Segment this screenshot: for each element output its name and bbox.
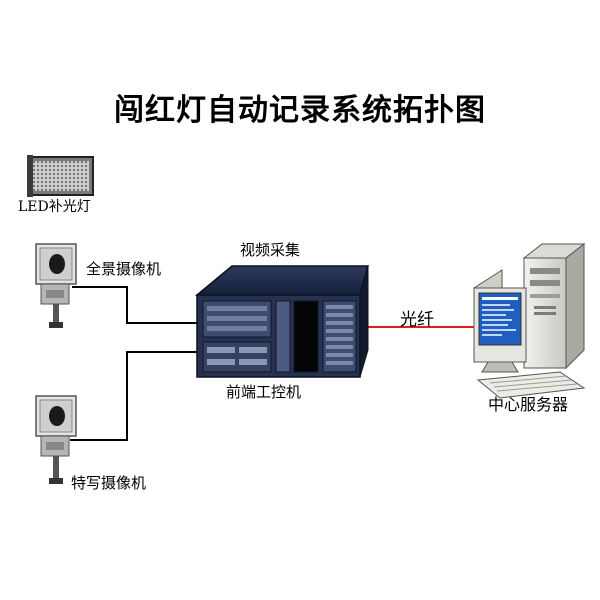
closeup-camera-cable <box>70 352 200 440</box>
front-end-computer-icon <box>197 266 368 377</box>
panorama-camera-label: 全景摄像机 <box>86 262 161 277</box>
central-server-label: 中心服务器 <box>488 397 568 413</box>
central-server-icon <box>474 244 584 398</box>
led-light-icon <box>27 155 93 197</box>
led-light-label: LED补光灯 <box>18 200 91 214</box>
video-capture-label: 视频采集 <box>240 243 300 258</box>
front-end-computer-label: 前端工控机 <box>226 385 301 400</box>
diagram-title: 闯红灯自动记录系统拓扑图 <box>0 96 600 126</box>
panorama-camera-cable <box>72 287 200 323</box>
panorama-camera-icon <box>36 244 76 328</box>
fiber-label: 光纤 <box>400 312 434 329</box>
closeup-camera-label: 特写摄像机 <box>71 476 146 491</box>
